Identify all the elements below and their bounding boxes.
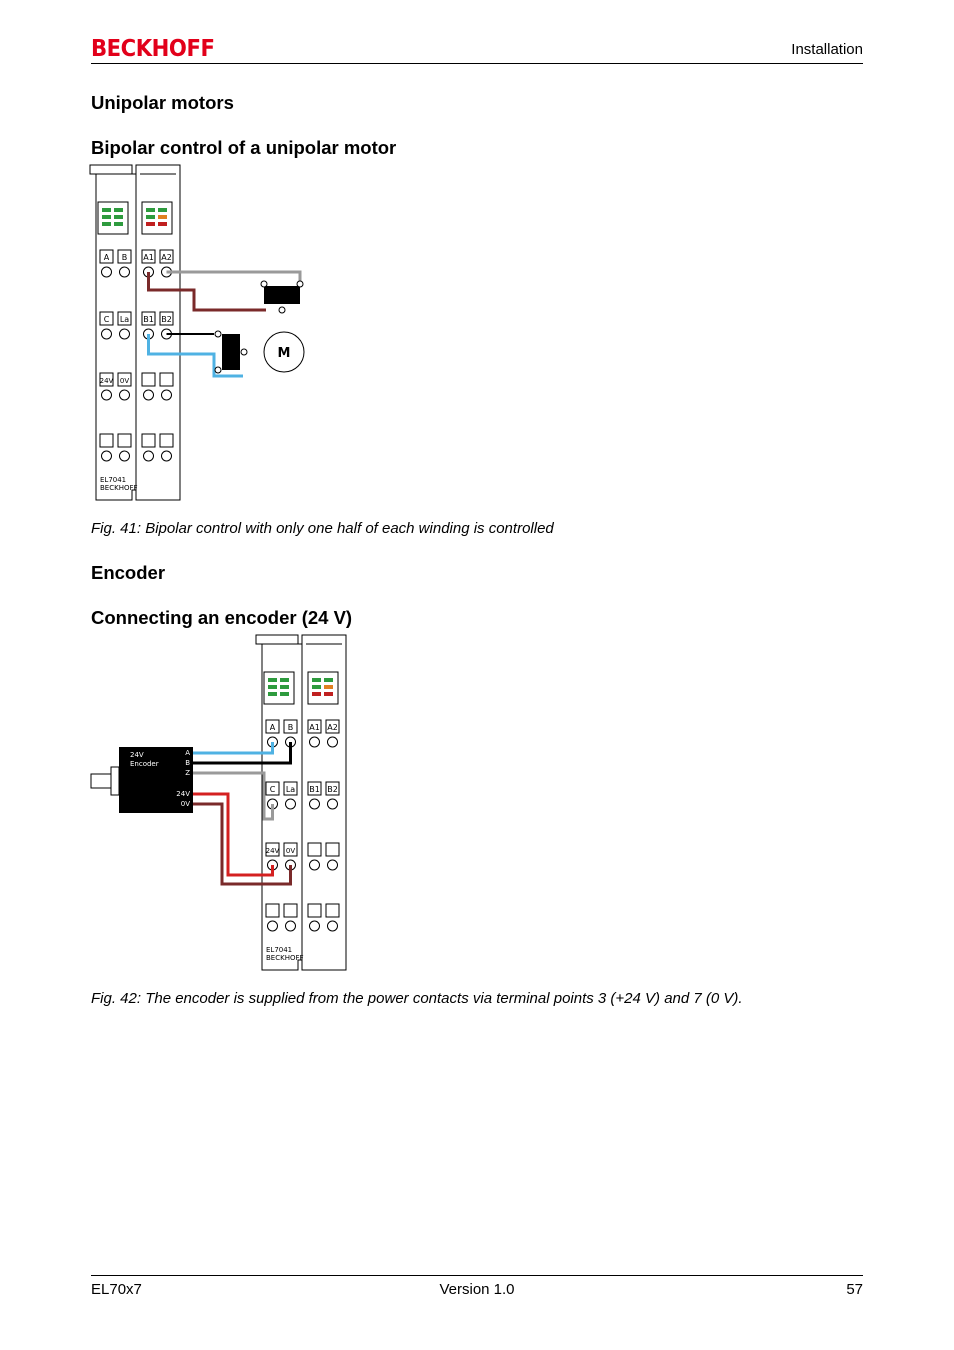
footer-rule: [91, 1275, 863, 1276]
encoder-pin-label: Z: [185, 769, 190, 777]
figure-42-caption: Fig. 42: The encoder is supplied from th…: [91, 990, 743, 1007]
heading-unipolar-motors: Unipolar motors: [91, 92, 234, 113]
winding-b: [222, 334, 240, 370]
terminal-label: B2: [161, 315, 172, 324]
terminal-label: B1: [309, 785, 320, 794]
terminal-label: A1: [143, 253, 154, 262]
terminal-label: A2: [161, 253, 172, 262]
wire-gray: [193, 771, 274, 821]
terminal-label: A: [270, 723, 276, 732]
terminal-label: C: [270, 785, 276, 794]
footer-page-number: 57: [846, 1281, 863, 1298]
module-brand-label: BECKHOFF: [266, 954, 304, 962]
encoder-pin-label: 24V: [176, 790, 190, 798]
led-panel-left: [268, 678, 289, 696]
led-panel-right: [312, 678, 333, 696]
figure-41-caption: Fig. 41: Bipolar control with only one h…: [91, 520, 554, 537]
terminal-label: La: [120, 315, 129, 324]
terminal-label: B: [122, 253, 128, 262]
wire-brown: [147, 272, 266, 312]
terminal-label: B2: [327, 785, 338, 794]
terminal-label: 24V: [100, 377, 114, 385]
heading-connecting-encoder: Connecting an encoder (24 V): [91, 607, 353, 628]
terminal-label: A1: [309, 723, 320, 732]
encoder-pin-label: A: [185, 749, 190, 757]
encoder-label: Encoder: [130, 760, 159, 768]
section-title: Installation: [791, 41, 863, 58]
terminal-contacts: [101, 266, 172, 462]
motor-label: M: [278, 346, 291, 361]
terminal-label: 0V: [120, 377, 129, 385]
wire-black: [193, 742, 292, 765]
encoder-label: 24V: [130, 751, 144, 759]
footer-version: Version 1.0: [439, 1281, 515, 1298]
wire-red: [193, 792, 274, 877]
beckhoff-logo: BECKHOFF: [91, 36, 215, 62]
terminal-label: B1: [143, 315, 154, 324]
motor-icon: [263, 331, 305, 373]
module-type-label: EL7041: [266, 946, 292, 954]
module-brand-label: BECKHOFF: [100, 484, 138, 492]
footer-product: EL70x7: [91, 1281, 142, 1298]
wire-blue: [193, 742, 274, 755]
winding-a: [264, 286, 300, 304]
terminal-label: 0V: [286, 847, 295, 855]
wire-gray: [166, 270, 302, 282]
encoder-pin-label: 0V: [181, 800, 190, 808]
terminal-contacts: [267, 736, 338, 932]
terminal-label: B: [288, 723, 294, 732]
terminal-label: La: [286, 785, 295, 794]
heading-bipolar-control: Bipolar control of a unipolar motor: [91, 137, 397, 158]
terminal-label: A2: [327, 723, 338, 732]
terminal-label: 24V: [266, 847, 280, 855]
figure-42-wiring-diagram: A B A1 A2 C La B1 B2 24V 0V EL7041 BECKH…: [90, 634, 347, 971]
figure-41-wiring-diagram: A B A1 A2 C La B1 B2 24V 0V EL7041 BECKH…: [89, 164, 305, 501]
header-rule: [91, 63, 863, 64]
heading-encoder: Encoder: [91, 562, 166, 583]
wire-blue: [147, 334, 243, 378]
encoder-shaft: [90, 773, 112, 789]
terminal-label: A: [104, 253, 110, 262]
led-panel-left: [102, 208, 123, 226]
encoder-body: [119, 747, 193, 813]
led-panel-right: [146, 208, 167, 226]
terminal-label: C: [104, 315, 110, 324]
wire-brown: [193, 802, 292, 886]
module-type-label: EL7041: [100, 476, 126, 484]
encoder-pin-label: B: [185, 759, 190, 767]
